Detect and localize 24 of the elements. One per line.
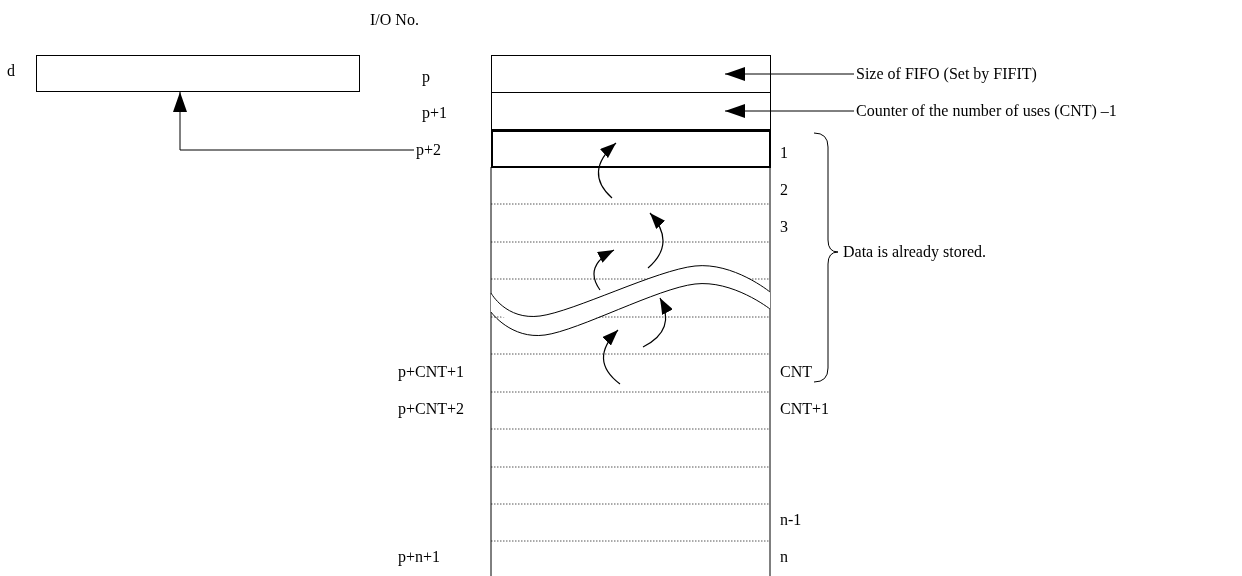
annotation-text: Size of FIFO (Set by FIFIT) bbox=[856, 64, 1086, 84]
memory-cell bbox=[491, 92, 771, 130]
address-label: p+n+1 bbox=[398, 547, 441, 567]
address-label: p+1 bbox=[422, 103, 448, 123]
address-label: p+2 bbox=[416, 140, 460, 160]
arrow bbox=[724, 67, 855, 81]
row-number: 2 bbox=[780, 180, 788, 200]
row-number: 3 bbox=[780, 217, 788, 237]
row-number: CNT bbox=[780, 362, 812, 382]
arrow bbox=[173, 91, 415, 151]
row-number: n bbox=[780, 547, 788, 567]
row-number: n-1 bbox=[780, 510, 802, 530]
output-memory-cell bbox=[491, 130, 771, 168]
address-label: p+CNT+2 bbox=[398, 399, 465, 419]
address-label: p+CNT+1 bbox=[398, 362, 465, 382]
address-label: p bbox=[422, 67, 430, 87]
memory-cell bbox=[491, 55, 771, 93]
column-heading: I/O No. bbox=[370, 10, 419, 30]
row-number: CNT+1 bbox=[780, 399, 830, 419]
annotation-text: Counter of the number of uses (CNT) –1 bbox=[856, 101, 1156, 121]
row-number: 1 bbox=[780, 143, 788, 163]
register-name: d bbox=[7, 61, 15, 81]
bracket-note: Data is already stored. bbox=[843, 242, 987, 262]
arrow bbox=[724, 104, 855, 118]
